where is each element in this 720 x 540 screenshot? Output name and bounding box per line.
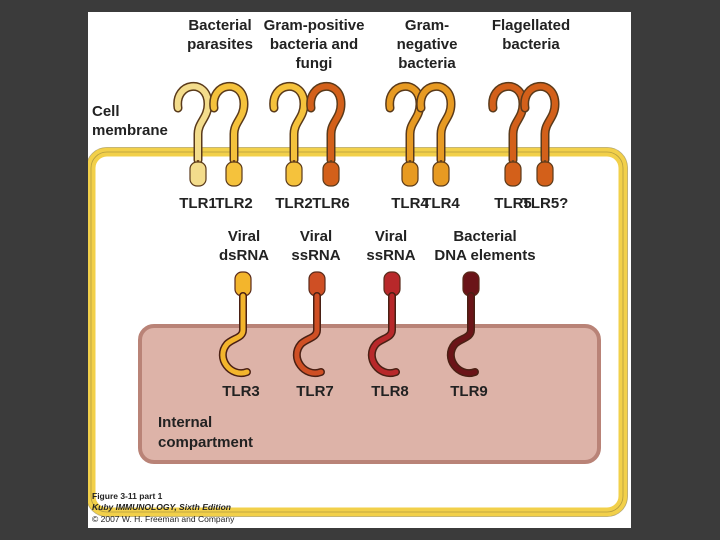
internal-ligand-label: Viral dsRNA	[219, 228, 269, 264]
internal-ligand-label-line: Viral	[300, 228, 332, 245]
surface-receptor-label: TLR6	[312, 195, 350, 212]
surface-receptor: TLR6	[306, 82, 350, 212]
receptor-hook	[448, 293, 478, 376]
internal-receptor-label: TLR8	[371, 383, 409, 400]
surface-receptor: TLR2	[269, 82, 313, 212]
receptor-hook	[521, 83, 559, 163]
internal-ligand-label-line: Viral	[375, 228, 407, 245]
internal-receptor: TLR3	[218, 271, 260, 400]
internal-receptors: TLR3 TLR7 TLR8 TLR9	[218, 271, 488, 400]
receptor-body	[225, 161, 243, 187]
internal-ligand-label-line: dsRNA	[219, 247, 269, 264]
tlr-diagram: Bacterial parasites Gram-positive bacteria …	[88, 17, 628, 524]
receptor-hook	[417, 83, 455, 163]
internal-receptor: TLR9	[446, 271, 488, 400]
surface-ligand-label-line: parasites	[187, 36, 253, 53]
internal-ligand-label: Viral ssRNA	[291, 228, 340, 264]
internal-ligand-label-line: Bacterial	[453, 228, 516, 245]
receptor-body	[285, 161, 303, 187]
surface-ligand-label-line: fungi	[296, 55, 333, 72]
surface-ligand-label-line: Gram-positive	[264, 17, 365, 34]
cell-membrane-label: Cell membrane	[92, 103, 168, 139]
receptor-hook	[210, 83, 248, 163]
surface-ligand-label: Flagellated bacteria	[492, 17, 570, 53]
surface-ligand-label-line: bacteria and	[270, 36, 358, 53]
surface-receptor: TLR2	[209, 82, 253, 212]
cell-membrane-label-line: Cell	[92, 103, 120, 120]
receptor-body	[536, 161, 554, 187]
internal-receptor-label: TLR3	[222, 383, 260, 400]
surface-ligand-label-line: Flagellated	[492, 17, 570, 34]
surface-ligand-label-line: Gram-	[405, 17, 449, 34]
cell-membrane-label-line: membrane	[92, 122, 168, 139]
receptor-hook	[294, 293, 324, 376]
internal-compartment-label-line: compartment	[158, 434, 253, 451]
surface-receptor-label: TLR1	[179, 195, 217, 212]
surface-ligand-label: Gram-negative bacteria	[397, 17, 458, 72]
surface-receptor: TLR1	[173, 82, 217, 212]
internal-ligand-label-line: ssRNA	[366, 247, 415, 264]
surface-ligand-label-line: Bacterial	[188, 17, 251, 34]
surface-receptor-label: TLR4	[391, 195, 429, 212]
receptor-hook	[369, 293, 399, 376]
internal-receptor: TLR7	[292, 271, 334, 400]
figure-caption: Figure 3-11 part 1	[92, 491, 163, 501]
internal-receptor-label: TLR7	[296, 383, 334, 400]
surface-ligand-label: Gram-positive bacteria and fungi	[264, 17, 365, 72]
internal-ligand-label-line: DNA elements	[434, 247, 535, 264]
receptor-hook	[220, 293, 250, 376]
surface-receptor-label: TLR2	[215, 195, 253, 212]
surface-ligand-label-line: bacteria	[502, 36, 560, 53]
figure-panel: Bacterial parasites Gram-positive bacteria …	[88, 12, 631, 528]
cell-membrane-inner-line	[90, 151, 624, 513]
internal-compartment-label-line: Internal	[158, 414, 212, 431]
surface-receptor-label: TLR5	[494, 195, 532, 212]
surface-ligand-label-line: bacteria	[398, 55, 456, 72]
internal-ligand-label-line: ssRNA	[291, 247, 340, 264]
copyright-caption: © 2007 W. H. Freeman and Company	[92, 514, 235, 524]
internal-ligand-label: Viral ssRNA	[366, 228, 415, 264]
receptor-hook	[270, 83, 308, 163]
internal-receptor-label: TLR9	[450, 383, 488, 400]
surface-receptor-label: TLR2	[275, 195, 313, 212]
surface-receptor: TLR5?	[520, 82, 569, 212]
surface-ligand-labels: Bacterial parasites Gram-positive bacteria …	[187, 17, 570, 72]
internal-ligand-label-line: Viral	[228, 228, 260, 245]
receptor-body	[401, 161, 419, 187]
internal-compartment	[138, 324, 601, 464]
receptor-body	[189, 161, 207, 187]
internal-compartment-label: Internal compartment	[158, 414, 253, 451]
receptor-hook	[307, 83, 345, 163]
surface-receptor: TLR4	[416, 82, 460, 212]
receptor-body	[504, 161, 522, 187]
internal-receptor: TLR8	[367, 271, 409, 400]
surface-receptor-label: TLR5?	[522, 195, 569, 212]
book-caption: Kuby IMMUNOLOGY, Sixth Edition	[92, 502, 231, 512]
cell-membrane-outer-line	[88, 147, 628, 517]
receptor-body	[322, 161, 340, 187]
receptor-body	[432, 161, 450, 187]
surface-ligand-label-line: negative	[397, 36, 458, 53]
surface-receptor-label: TLR4	[422, 195, 460, 212]
surface-ligand-label: Bacterial parasites	[187, 17, 253, 53]
receptor-hook	[174, 83, 212, 163]
